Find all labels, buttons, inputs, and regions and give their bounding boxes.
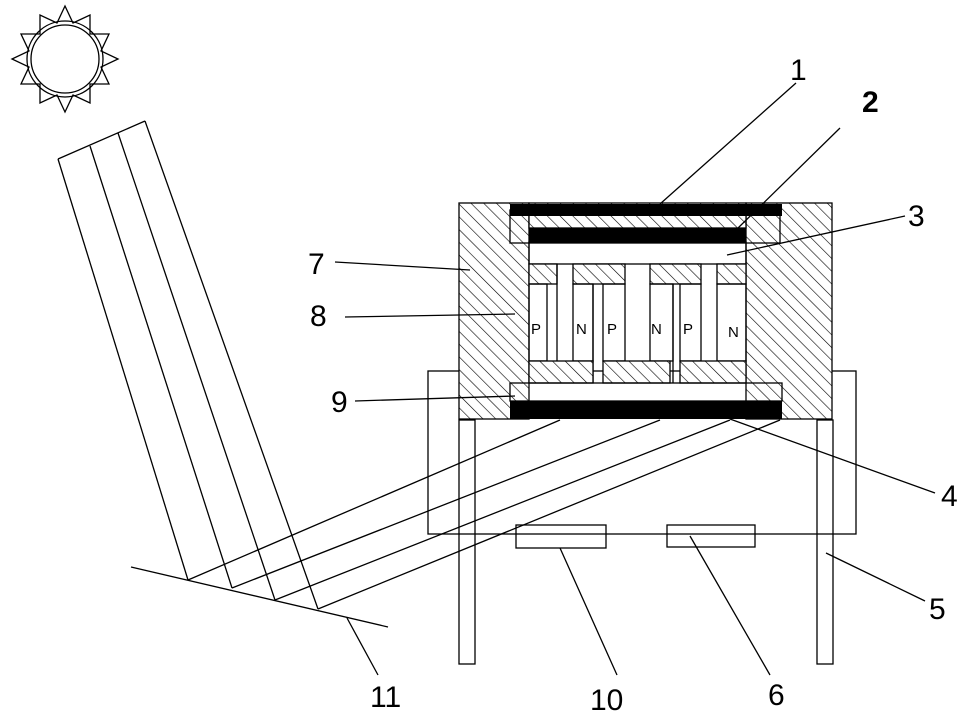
callout-2: 2 xyxy=(862,86,879,119)
bottom-conductors xyxy=(529,361,746,383)
leg-label-2: N xyxy=(576,321,587,338)
callout-4: 4 xyxy=(941,480,958,513)
leg-n-3 xyxy=(717,284,746,361)
leg-label-1: P xyxy=(531,321,541,338)
hot-electrode xyxy=(510,401,782,419)
leg-label-6: N xyxy=(728,324,739,341)
cold-side-plate xyxy=(529,228,746,242)
load-resistor-6 xyxy=(667,525,755,547)
top-conductors xyxy=(529,264,746,284)
heat-sink xyxy=(529,242,746,264)
sun-icon xyxy=(12,6,118,112)
callout-11: 11 xyxy=(370,681,401,714)
load-resistor-10 xyxy=(516,525,606,548)
callout-6: 6 xyxy=(768,679,785,712)
reflector-mirror xyxy=(131,567,388,627)
leg-label-3: P xyxy=(607,321,617,338)
cold-electrode xyxy=(510,204,782,216)
reflected-rays xyxy=(188,420,780,609)
callout-5: 5 xyxy=(929,593,946,626)
callout-1: 1 xyxy=(790,54,807,87)
leg-label-4: N xyxy=(651,321,662,338)
callout-9: 9 xyxy=(331,386,348,419)
callout-7: 7 xyxy=(308,248,325,281)
callout-3: 3 xyxy=(908,200,925,233)
hot-plate xyxy=(510,383,782,401)
callout-8: 8 xyxy=(310,300,327,333)
light-beam xyxy=(58,121,318,609)
callout-10: 10 xyxy=(590,684,623,717)
leg-label-5: P xyxy=(683,321,693,338)
